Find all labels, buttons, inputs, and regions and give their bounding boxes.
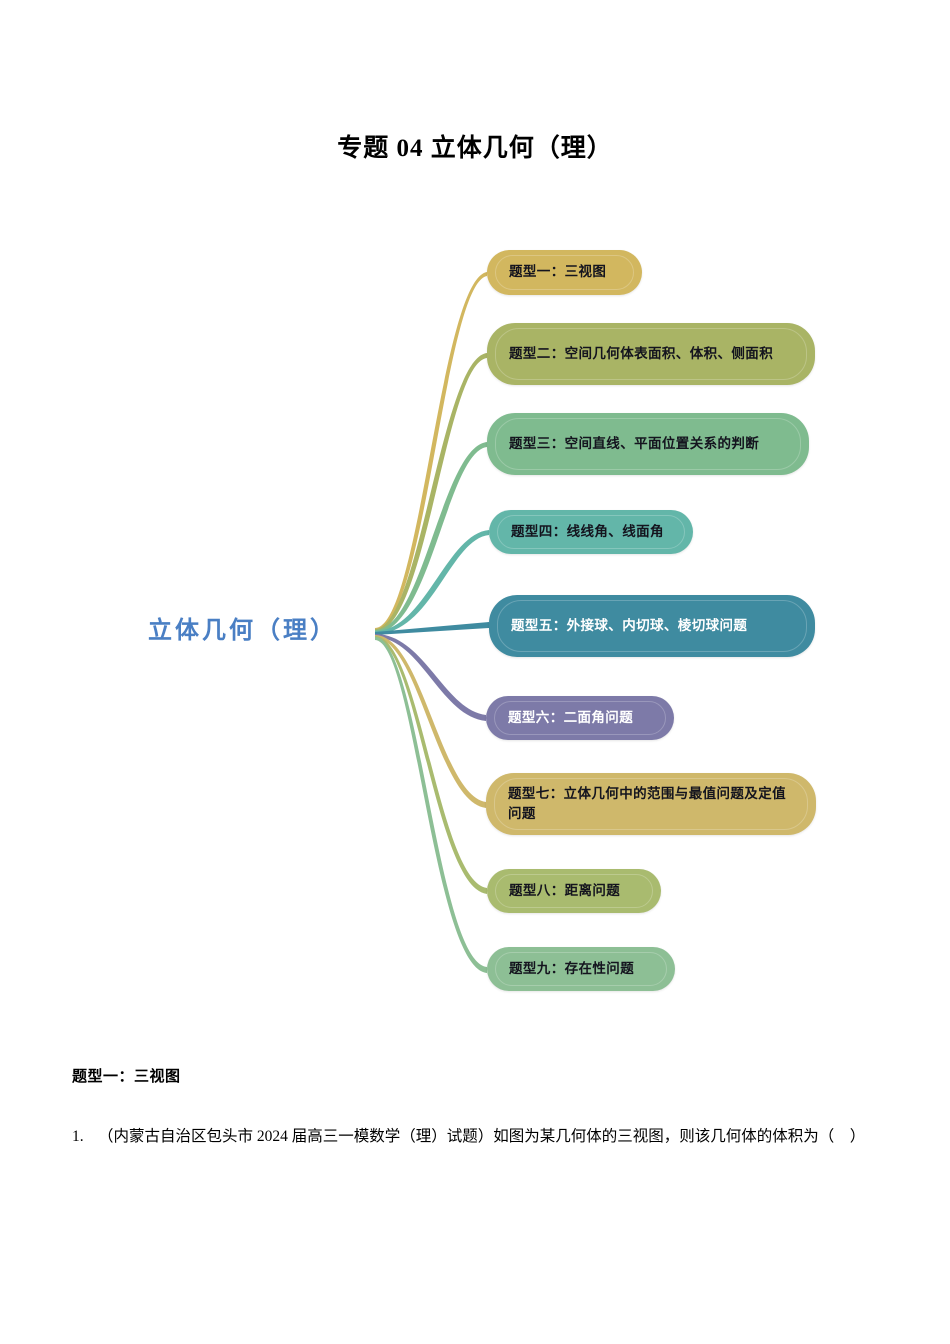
mindmap-node-4-label: 题型四：线线角、线面角	[511, 523, 664, 540]
mindmap-node-1[interactable]: 题型一：三视图	[487, 250, 642, 295]
mindmap-node-6[interactable]: 题型六：二面角问题	[486, 696, 674, 740]
connector-to-node-6	[375, 634, 486, 721]
connector-to-node-8	[375, 636, 487, 894]
mindmap-root-node[interactable]: 立体几何（理）	[148, 616, 337, 644]
mindmap-node-3[interactable]: 题型三：空间直线、平面位置关系的判断	[487, 413, 809, 475]
connector-to-node-5	[375, 622, 489, 635]
mindmap-node-9-label: 题型九：存在性问题	[509, 960, 635, 977]
connector-to-node-4	[375, 530, 489, 634]
connector-to-node-1	[375, 272, 487, 631]
mindmap-node-7-label: 题型七：立体几何中的范围与最值问题及定值问题	[508, 785, 786, 822]
connector-to-node-3	[375, 442, 487, 633]
mindmap-node-5-label: 题型五：外接球、内切球、棱切球问题	[511, 617, 748, 634]
mindmap-node-8-label: 题型八：距离问题	[509, 882, 621, 899]
question-text: （内蒙古自治区包头市 2024 届高三一模数学（理）试题）如图为某几何体的三视图…	[98, 1128, 866, 1145]
mindmap-node-4[interactable]: 题型四：线线角、线面角	[489, 510, 693, 554]
mindmap-node-9[interactable]: 题型九：存在性问题	[487, 947, 675, 991]
mindmap-diagram: 立体几何（理） 题型一：三视图 题型二：空间几何体表面积、体积、侧面积 题型三：…	[0, 210, 950, 1030]
mindmap-node-6-label: 题型六：二面角问题	[508, 709, 634, 726]
mindmap-node-5[interactable]: 题型五：外接球、内切球、棱切球问题	[489, 595, 815, 657]
mindmap-node-2-label: 题型二：空间几何体表面积、体积、侧面积	[509, 345, 774, 362]
mindmap-node-8[interactable]: 题型八：距离问题	[487, 869, 661, 913]
mindmap-node-3-label: 题型三：空间直线、平面位置关系的判断	[509, 435, 760, 452]
connector-to-node-9	[375, 637, 487, 973]
question-block: 1. （内蒙古自治区包头市 2024 届高三一模数学（理）试题）如图为某几何体的三…	[72, 1120, 878, 1153]
mindmap-node-1-label: 题型一：三视图	[509, 264, 607, 281]
connector-to-node-7	[375, 635, 486, 808]
page-title: 专题 04 立体几何（理）	[337, 135, 613, 162]
mindmap-node-7[interactable]: 题型七：立体几何中的范围与最值问题及定值问题	[486, 773, 816, 835]
connector-to-node-2	[375, 353, 487, 632]
section-heading: 题型一：三视图	[72, 1067, 181, 1085]
question-number: 1.	[72, 1128, 84, 1145]
mindmap-node-2[interactable]: 题型二：空间几何体表面积、体积、侧面积	[487, 323, 815, 385]
